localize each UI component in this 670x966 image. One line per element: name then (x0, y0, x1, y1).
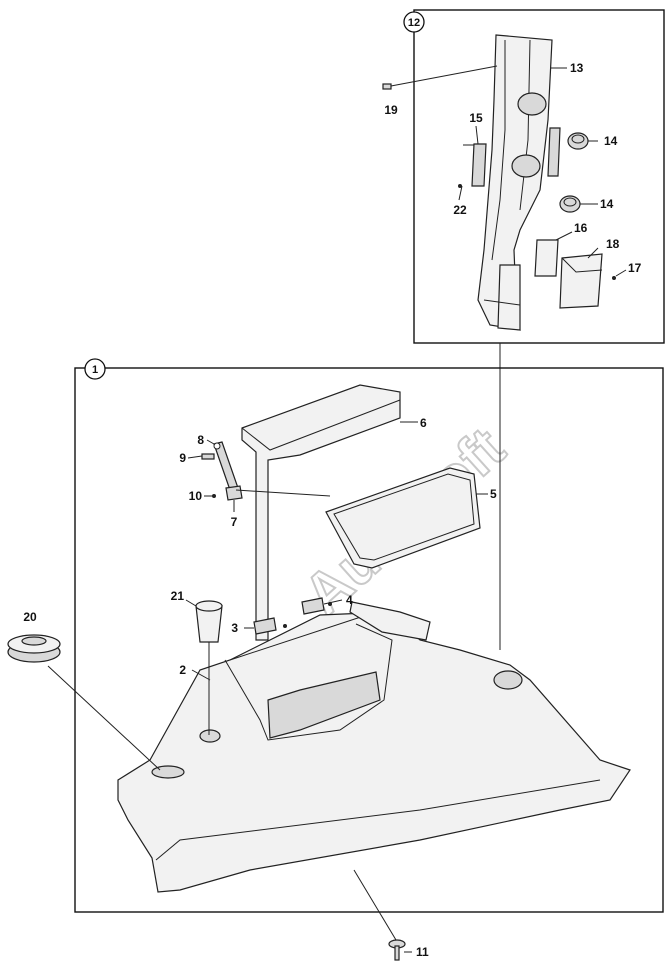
callout-14-bottom: 14 (600, 197, 614, 211)
callout-17: 17 (628, 261, 642, 275)
screw-22-part (458, 184, 462, 188)
callout-8: 8 (197, 433, 204, 447)
callout-7: 7 (231, 515, 238, 529)
group-1-leaders (47, 421, 488, 953)
callout-16: 16 (574, 221, 588, 235)
callout-3: 3 (231, 621, 238, 635)
pocket-18-part (559, 253, 616, 309)
bracket-10-part (212, 485, 243, 512)
clip-19-part (382, 65, 498, 90)
callout-13: 13 (570, 61, 584, 75)
callouts: 2 3 4 5 6 7 8 9 10 11 13 14 14 15 16 17 … (23, 61, 641, 959)
callout-15: 15 (469, 111, 483, 125)
group-1-badge (84, 358, 106, 380)
callout-19: 19 (384, 103, 398, 117)
seal-5-part (325, 467, 481, 569)
group-1-frame (74, 367, 664, 913)
strut-8-part (213, 441, 239, 491)
callout-9: 9 (179, 451, 186, 465)
lid-panel-6-part (241, 384, 401, 641)
group-1-label: 1 (92, 364, 98, 376)
screw-11-part (388, 939, 406, 961)
cup-21-part (195, 600, 223, 643)
callout-10: 10 (189, 489, 203, 503)
group-12-badge (403, 11, 425, 33)
hinge-3-part (253, 617, 287, 635)
callout-11: 11 (416, 945, 429, 959)
callout-22: 22 (453, 203, 467, 217)
callout-18: 18 (606, 237, 620, 251)
group-12-label: 12 (408, 17, 420, 29)
label-plate-16-part (534, 239, 559, 277)
callout-2: 2 (179, 663, 186, 677)
hinge-4-part (301, 597, 332, 615)
group-12-leaders (458, 67, 627, 277)
callout-5: 5 (490, 487, 497, 501)
cap-14-top-part (567, 132, 589, 150)
callout-20: 20 (23, 610, 37, 624)
grille-15-part (463, 127, 561, 187)
callout-4: 4 (346, 593, 353, 607)
cap-14-bottom-part (559, 195, 581, 213)
group-12-frame (413, 9, 665, 344)
callout-21: 21 (171, 589, 185, 603)
grommet-20-part (7, 634, 61, 663)
pillar-trim-part (477, 34, 553, 331)
callout-6: 6 (420, 416, 427, 430)
trunk-panel-2-part (117, 601, 631, 893)
pin-9-part (201, 453, 215, 460)
callout-14-top: 14 (604, 134, 618, 148)
